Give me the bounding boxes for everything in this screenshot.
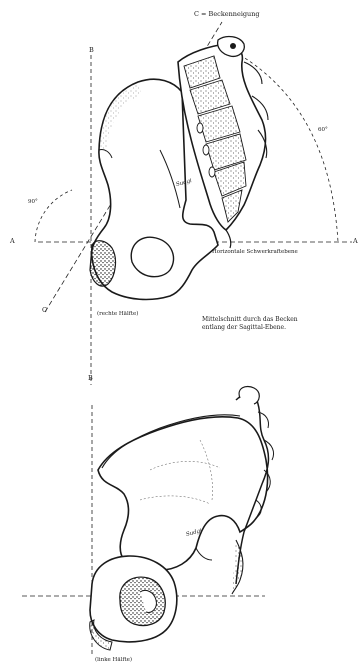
label-angle-90: 90°	[28, 199, 38, 205]
bottom-ilium-outline	[98, 417, 268, 570]
caption-line-1: Mittelschnitt durch das Becken	[202, 316, 298, 324]
label-left-half: (linke Hälfte)	[95, 657, 132, 663]
top-pelvis	[35, 22, 352, 385]
top-obturator-foramen	[131, 237, 173, 276]
label-a-left: A	[10, 237, 15, 245]
label-right-half: (rechte Hälfte)	[97, 311, 138, 317]
label-b-bottom: B	[88, 374, 93, 382]
label-c-title: C = Beckenneigung	[194, 10, 260, 18]
bottom-pelvis	[22, 386, 274, 655]
top-pubic-symphysis	[90, 241, 115, 286]
label-angle-60: 60°	[318, 127, 328, 133]
label-horizontal-plane: Horizontale Schwerkraftebene	[212, 249, 298, 255]
label-b-top: B	[89, 46, 94, 54]
label-a-right: A	[353, 237, 358, 245]
angle-arc-90	[35, 190, 72, 242]
caption-line-2: entlang der Sagittal-Ebene.	[202, 324, 286, 332]
label-c-bottom: C	[42, 306, 47, 314]
bottom-acetabulum	[120, 577, 165, 625]
